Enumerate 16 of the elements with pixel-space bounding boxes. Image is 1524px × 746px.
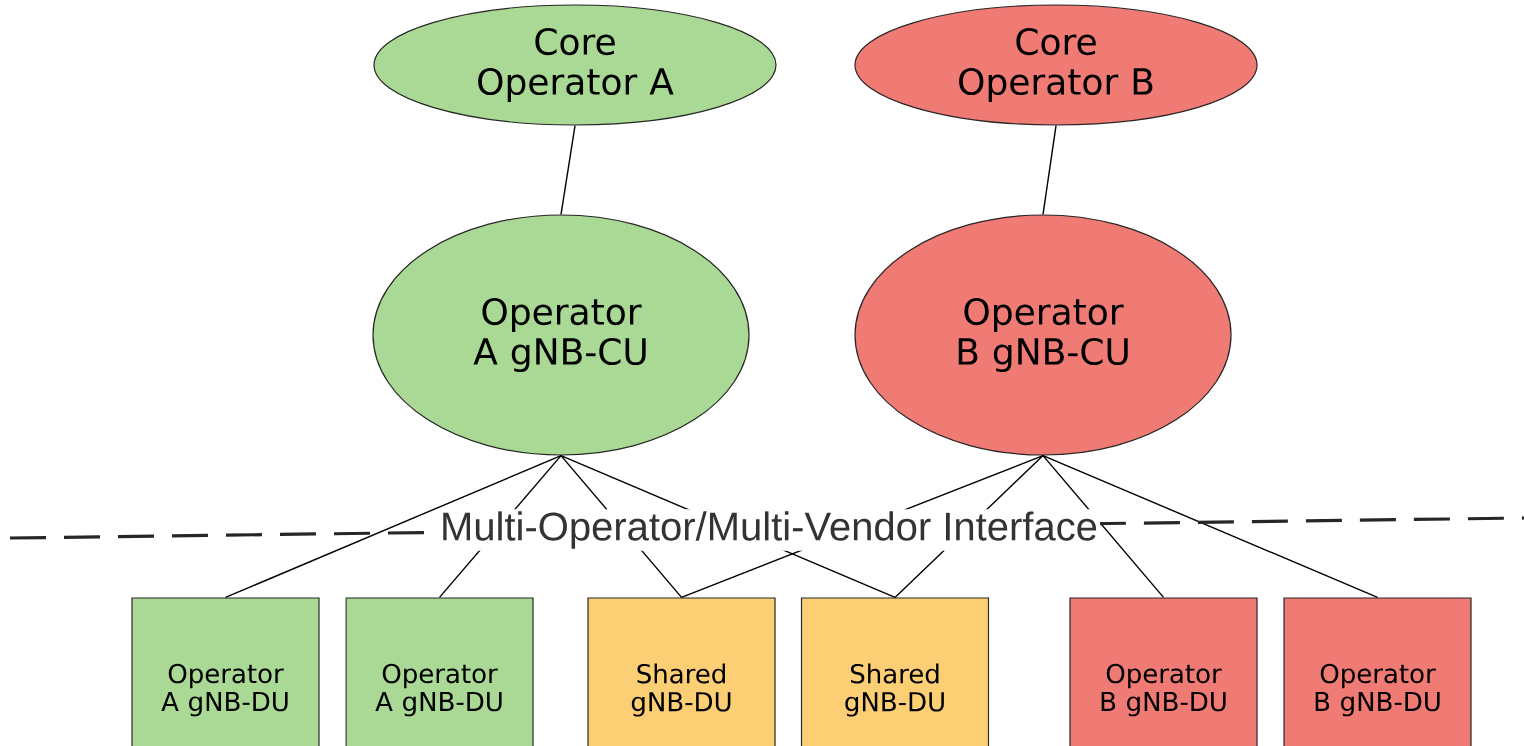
connector-line	[560, 124, 576, 216]
connector-line	[1042, 124, 1057, 216]
interface-label: Multi-Operator/Multi-Vendor Interface	[438, 509, 1101, 551]
unit-box: Operator B gNB-DU	[1069, 597, 1258, 746]
ellipse-node: Core Operator A	[373, 4, 777, 126]
connector-line	[1042, 454, 1379, 599]
ellipse-node: Core Operator B	[854, 4, 1258, 126]
unit-box: Shared gNB-DU	[800, 597, 990, 746]
connector-line	[1042, 454, 1165, 599]
unit-box: Shared gNB-DU	[587, 597, 776, 746]
ellipse-node: Operator A gNB-CU	[372, 214, 750, 456]
connector-line	[224, 454, 562, 599]
ellipse-node: Operator B gNB-CU	[854, 214, 1232, 456]
unit-box: Operator A gNB-DU	[345, 597, 534, 746]
unit-box: Operator A gNB-DU	[131, 597, 320, 746]
unit-box: Operator B gNB-DU	[1283, 597, 1472, 746]
